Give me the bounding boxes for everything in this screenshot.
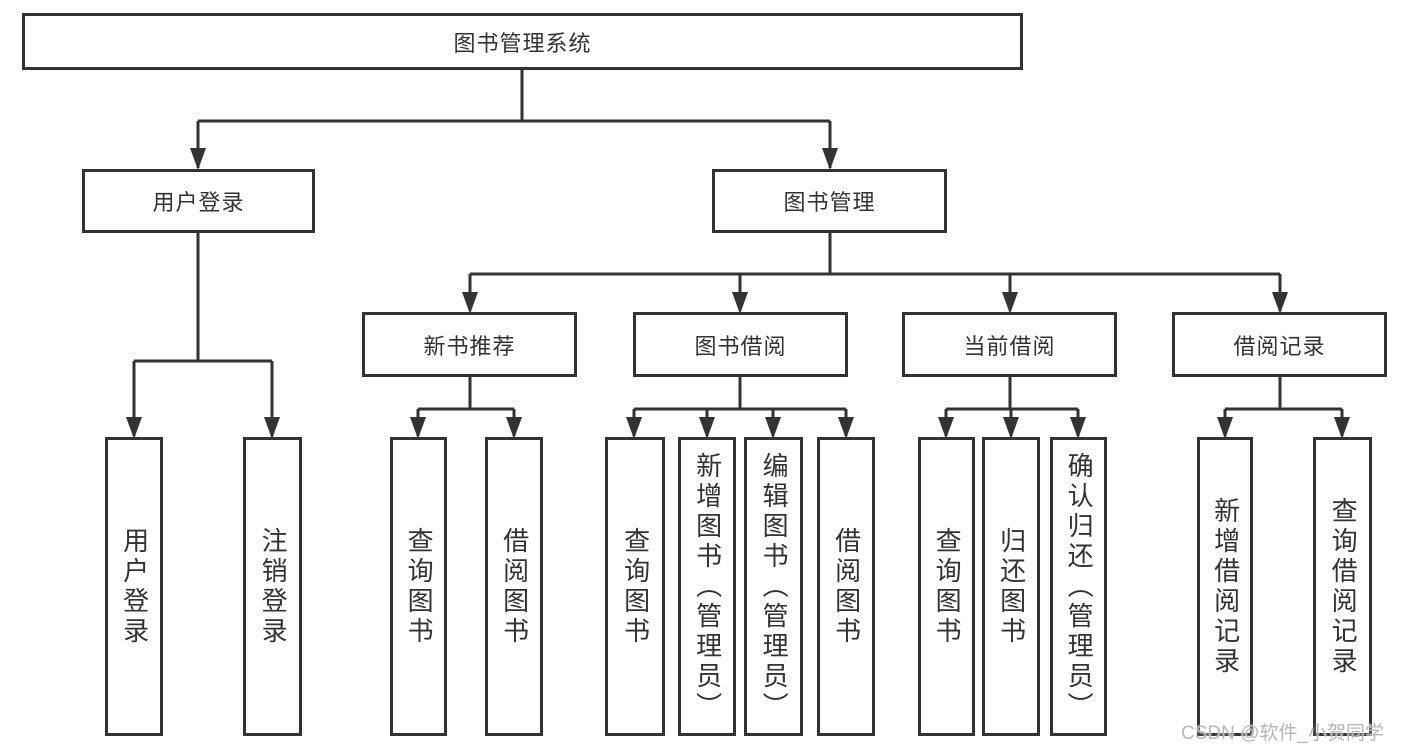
node-label: 新书推荐: [423, 333, 516, 359]
csdn-watermark: CSDN @软件_小贺同学: [1181, 723, 1384, 744]
node-root-library-system: 图书管理系统: [22, 13, 1023, 70]
node-label: 确认归还（管理员）: [1064, 451, 1095, 722]
node-current-borrowing: 当前借阅: [902, 312, 1117, 377]
node-label: 借阅图书: [499, 526, 530, 647]
leaf-borrow-books-recommend: 借阅图书: [485, 437, 543, 736]
node-user-login: 用户登录: [82, 169, 315, 233]
leaf-add-borrow-record: 新增借阅记录: [1197, 437, 1253, 736]
node-label: 用户登录: [152, 190, 245, 215]
leaf-query-books-recommend: 查询图书: [390, 437, 447, 736]
node-label: 用户登录: [119, 526, 150, 647]
leaf-query-books-current: 查询图书: [918, 437, 975, 736]
node-label: 查询图书: [932, 526, 963, 647]
node-book-borrowing: 图书借阅: [633, 312, 848, 377]
node-label: 新增图书（管理员）: [692, 451, 723, 722]
node-label: 查询图书: [404, 526, 435, 647]
node-new-book-recommend: 新书推荐: [362, 312, 577, 377]
leaf-logout: 注销登录: [243, 437, 302, 736]
node-label: 图书管理系统: [453, 30, 592, 56]
node-label: 借阅图书: [831, 526, 862, 647]
node-label: 归还图书: [996, 526, 1027, 647]
node-label: 新增借阅记录: [1210, 496, 1241, 677]
node-label: 图书借阅: [694, 333, 787, 359]
leaf-user-login: 用户登录: [105, 437, 163, 736]
node-label: 当前借阅: [963, 333, 1056, 359]
node-label: 图书管理: [783, 190, 876, 215]
node-label: 查询借阅记录: [1328, 496, 1359, 677]
node-label: 编辑图书（管理员）: [759, 451, 790, 722]
node-label: 查询图书: [620, 526, 651, 647]
leaf-borrow-books: 借阅图书: [817, 437, 875, 736]
leaf-add-books-admin: 新增图书（管理员）: [678, 437, 736, 736]
node-label: 注销登录: [258, 526, 289, 647]
node-label: 借阅记录: [1233, 333, 1326, 359]
leaf-query-borrow-records: 查询借阅记录: [1313, 437, 1372, 736]
leaf-return-books: 归还图书: [982, 437, 1040, 736]
leaf-query-books-borrowing: 查询图书: [605, 437, 665, 736]
leaf-confirm-return-admin: 确认归还（管理员）: [1050, 437, 1107, 736]
node-borrow-records: 借阅记录: [1172, 312, 1387, 377]
node-book-management: 图书管理: [712, 169, 947, 233]
leaf-edit-books-admin: 编辑图书（管理员）: [744, 437, 803, 736]
